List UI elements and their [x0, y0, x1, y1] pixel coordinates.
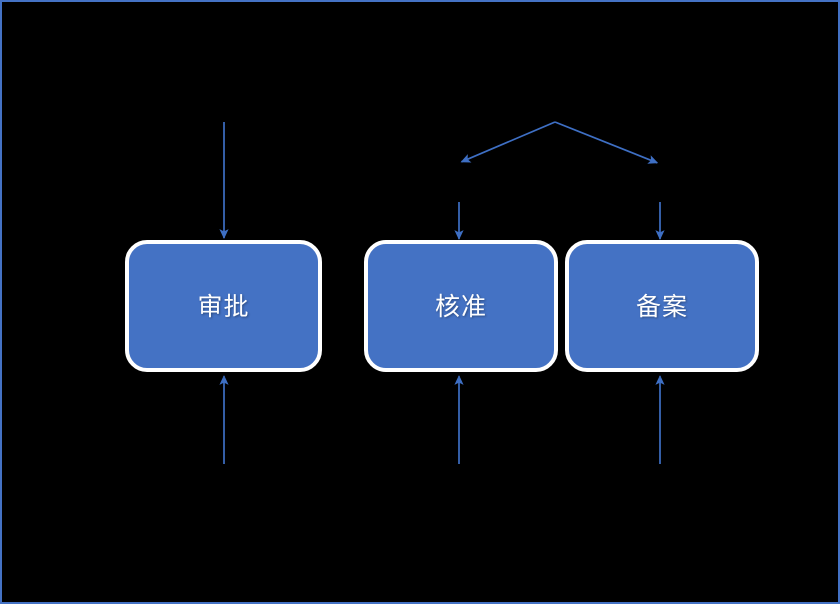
node-beian[interactable]: 备案 [565, 240, 759, 372]
node-label-beian: 备案 [635, 291, 688, 321]
node-label-shenpi: 审批 [197, 291, 250, 321]
edge-split-left [460, 121, 556, 163]
node-hezhun[interactable]: 核准 [364, 240, 558, 372]
node-label-hezhun: 核准 [434, 291, 487, 321]
edge-split-right [554, 121, 659, 164]
node-shenpi[interactable]: 审批 [125, 240, 322, 372]
